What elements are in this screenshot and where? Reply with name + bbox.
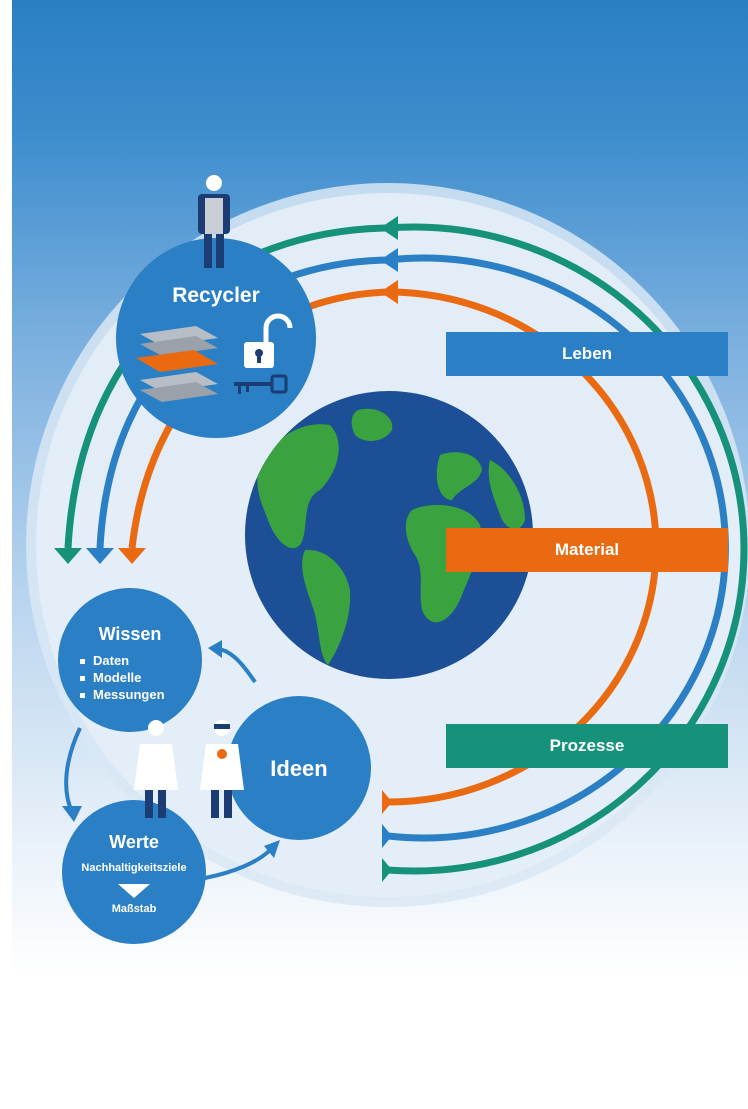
wissen-item-messungen: Messungen <box>80 686 165 703</box>
werte-measure: Maßstab <box>111 903 157 915</box>
prozesse-banner: Prozesse <box>446 724 728 768</box>
werte-title: Werte <box>109 832 159 852</box>
ideen-label: Ideen <box>270 756 328 781</box>
material-arrowhead-top <box>380 280 398 304</box>
leben-tail <box>382 824 392 848</box>
ideen-node <box>227 696 371 840</box>
material-arrowhead-down <box>118 548 146 564</box>
werte-goal: Nachhaltigkeitsziele <box>81 862 187 874</box>
leben-banner: Leben <box>446 332 728 376</box>
material-layers-icon <box>136 326 218 402</box>
wissen-list: Daten Modelle Messungen <box>80 652 165 703</box>
wissen-to-werte-arrow <box>64 727 82 813</box>
wissen-item-daten: Daten <box>80 652 165 669</box>
scientist-icon <box>134 720 178 818</box>
key-icon <box>234 374 288 394</box>
leben-arrowhead-top <box>380 248 398 272</box>
prozesse-tail <box>382 858 392 882</box>
recycler-worker-icon <box>198 175 230 268</box>
werte-to-ideen-arrowhead <box>264 840 280 858</box>
wissen-item-modelle: Modelle <box>80 669 165 686</box>
ideen-to-wissen-arrowhead <box>208 640 222 658</box>
prozesse-arrowhead-down <box>54 548 82 564</box>
open-padlock-icon <box>244 313 293 368</box>
triangle-down-icon <box>118 884 150 898</box>
material-tail <box>382 790 392 814</box>
werte-to-ideen-arrow <box>204 848 272 880</box>
wissen-to-werte-arrowhead <box>62 806 82 822</box>
material-banner: Material <box>446 528 728 572</box>
wissen-title: Wissen <box>98 624 162 644</box>
scientist-with-goggles-icon <box>200 720 244 818</box>
prozesse-arc-right <box>387 223 748 875</box>
werte-node <box>62 800 206 944</box>
prozesse-arrowhead-top <box>380 216 398 240</box>
leben-arrowhead-down <box>86 548 114 564</box>
recycler-label: Recycler <box>172 284 260 307</box>
